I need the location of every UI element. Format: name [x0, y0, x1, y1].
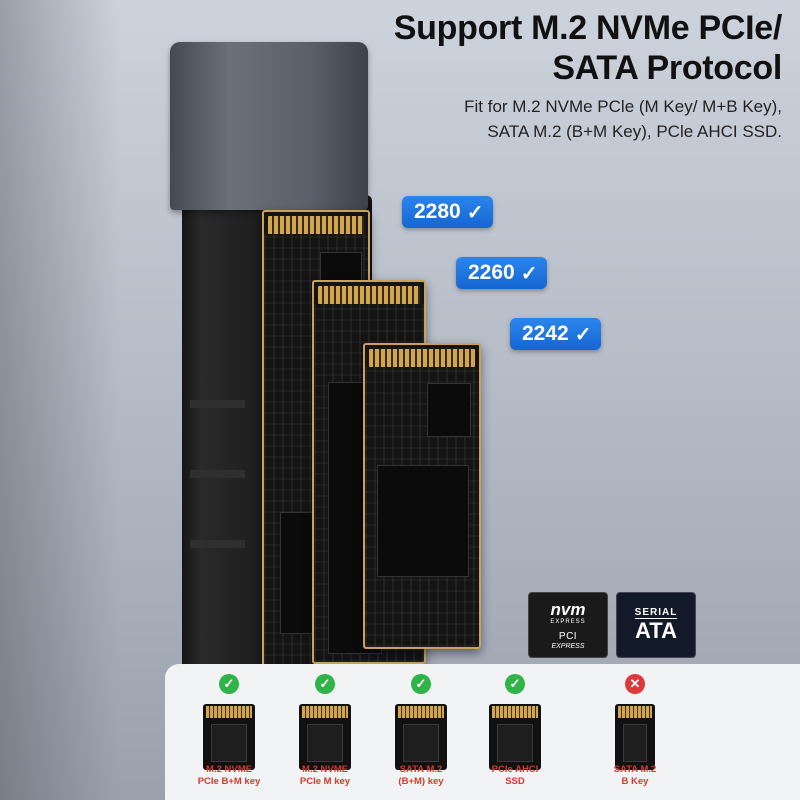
- enclosure-rib: [190, 400, 245, 408]
- subtext-line-1: Fit for M.2 NVMe PCle (M Key/ M+B Key),: [464, 97, 782, 116]
- compat-label: SATA M.2 (B+M) key: [398, 764, 444, 787]
- compat-item: ✓ M.2 NVME PCIe B+M key: [179, 664, 279, 800]
- nvme-pcie-logo: nvm EXPRESS PCI EXPRESS: [528, 592, 608, 658]
- compat-item: ✓ M.2 NVME PCIe M key: [275, 664, 375, 800]
- enclosure-rib: [190, 470, 245, 478]
- mini-ssd-image: [593, 696, 677, 782]
- mini-ssd-image: [379, 696, 463, 782]
- compat-label: PCIe AHCI SSD: [491, 764, 539, 787]
- check-icon: ✓: [219, 674, 239, 694]
- compat-label: SATA M.2 B Key: [613, 764, 657, 787]
- size-tag-2280: 2280 ✓: [402, 196, 494, 228]
- ssd-2242-board: [363, 343, 481, 649]
- gold-contacts: [268, 216, 364, 234]
- subtext-line-2: SATA M.2 (B+M Key), PCle AHCI SSD.: [487, 122, 782, 141]
- size-tag-2260: 2260 ✓: [456, 257, 548, 289]
- mini-ssd-image: [187, 696, 271, 782]
- size-tag-label: 2242: [522, 322, 569, 345]
- nand-chip: [377, 465, 469, 577]
- gold-contacts: [618, 706, 652, 718]
- mini-ssd: [203, 704, 255, 770]
- mini-ssd: [395, 704, 447, 770]
- gold-contacts: [302, 706, 348, 718]
- size-tag-2242: 2242 ✓: [510, 318, 602, 350]
- gold-contacts: [206, 706, 252, 718]
- compat-item: ✕ SATA M.2 B Key: [585, 664, 685, 800]
- pci-logo-text: PCI: [558, 630, 578, 642]
- compat-item: ✓ SATA M.2 (B+M) key: [371, 664, 471, 800]
- compatibility-panel: ✓ M.2 NVME PCIe B+M key ✓ M.2 NVME PCIe …: [165, 664, 800, 800]
- background-shadow: [0, 0, 120, 800]
- headline-line-1: Support M.2 NVMe PCIe/: [393, 9, 783, 47]
- nvme-logo-text: nvm: [550, 599, 586, 619]
- check-icon: ✓: [574, 323, 592, 346]
- size-tag-label: 2260: [468, 261, 515, 284]
- compat-item: ✓ PCIe AHCI SSD: [465, 664, 565, 800]
- mini-chip: [403, 724, 439, 762]
- mini-ssd: [615, 704, 655, 770]
- gold-contacts: [398, 706, 444, 718]
- compatibility-subtext: Fit for M.2 NVMe PCle (M Key/ M+B Key), …: [464, 94, 782, 144]
- serial-ata-logo: SERIAL ATA: [616, 592, 696, 658]
- cross-icon: ✕: [625, 674, 645, 694]
- nvme-logo-sub: EXPRESS: [550, 618, 586, 625]
- check-icon: ✓: [466, 201, 484, 224]
- gold-contacts: [492, 706, 538, 718]
- size-tag-label: 2280: [414, 200, 461, 223]
- check-icon: ✓: [520, 262, 538, 285]
- gold-contacts: [369, 349, 475, 367]
- mini-ssd: [299, 704, 351, 770]
- mini-ssd-image: [283, 696, 367, 782]
- check-icon: ✓: [315, 674, 335, 694]
- controller-chip: [427, 383, 471, 437]
- pci-logo-sub: EXPRESS: [551, 642, 585, 650]
- mini-ssd: [489, 704, 541, 770]
- mini-chip: [307, 724, 343, 762]
- headline: Support M.2 NVMe PCIe/ SATA Protocol: [393, 8, 783, 88]
- check-icon: ✓: [505, 674, 525, 694]
- enclosure-rib: [190, 540, 245, 548]
- ssd-enclosure-cap: [170, 42, 368, 210]
- gold-contacts: [318, 286, 420, 304]
- mini-chip: [211, 724, 247, 762]
- compat-label: M.2 NVME PCIe M key: [299, 764, 351, 787]
- sata-logo-serial: SERIAL: [634, 607, 678, 619]
- mini-ssd-image: [473, 696, 557, 782]
- compat-label: M.2 NVME PCIe B+M key: [197, 764, 261, 787]
- headline-line-2: SATA Protocol: [552, 49, 782, 87]
- check-icon: ✓: [411, 674, 431, 694]
- mini-chip: [497, 724, 533, 762]
- sata-logo-ata: ATA: [635, 618, 677, 643]
- mini-chip: [623, 724, 647, 762]
